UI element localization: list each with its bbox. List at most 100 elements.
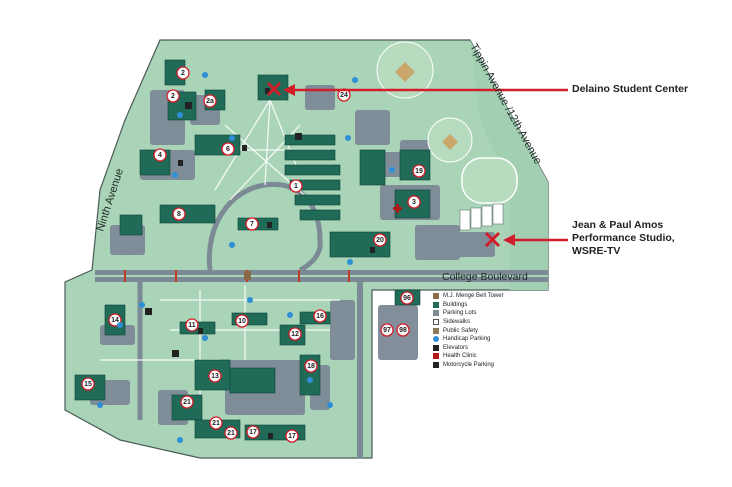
- building-number-marker: 15: [81, 377, 95, 391]
- legend-item: Buildings: [433, 301, 553, 310]
- building-number-marker: 21: [224, 426, 238, 440]
- building-number: 4: [158, 152, 162, 159]
- building-number-marker: 2: [176, 66, 190, 80]
- building-number-marker: 10: [235, 314, 249, 328]
- building-number: 24: [340, 92, 348, 99]
- building-number-marker: 11: [185, 318, 199, 332]
- legend-label: M.J. Menge Bell Tower: [443, 293, 504, 300]
- motorcycle-icon: [433, 362, 439, 369]
- delaino-marker: [266, 81, 282, 97]
- building-number-marker: 2: [166, 89, 180, 103]
- road-label-college: College Boulevard: [442, 271, 528, 283]
- building-number: 98: [399, 327, 407, 334]
- building-number-marker: 13: [208, 369, 222, 383]
- building-swatch: [433, 301, 439, 308]
- parking-lot-swatch: [433, 310, 439, 317]
- building-number-marker: 97: [380, 323, 394, 337]
- callout-delaino-student-center: Delaino Student Center: [572, 83, 689, 95]
- building-number: 12: [291, 331, 299, 338]
- building-number-marker: 16: [313, 309, 327, 323]
- building-number-marker: 21: [209, 416, 223, 430]
- building-number: 13: [211, 373, 219, 380]
- amos-marker: [484, 231, 501, 248]
- legend-label: Elevators: [443, 344, 469, 351]
- building-number: 2a: [206, 98, 214, 105]
- elevator-icon: [433, 344, 439, 351]
- bell-tower-icon: [244, 271, 251, 280]
- building-number: 2: [171, 93, 175, 100]
- building-number: 21: [212, 420, 220, 427]
- elevator-icons: [178, 88, 375, 439]
- building-number-marker: 19: [412, 164, 426, 178]
- building-number-marker: 17: [285, 429, 299, 443]
- college-boulevard-median: [95, 275, 548, 277]
- building-number: 21: [183, 399, 191, 406]
- building-number-marker: 20: [373, 233, 387, 247]
- building-number: 21: [227, 430, 235, 437]
- building-number-marker: 98: [396, 323, 410, 337]
- legend-label: Handicap Parking: [443, 336, 491, 343]
- building-number: 97: [383, 327, 391, 334]
- building-number-marker: 17: [246, 425, 260, 439]
- building-number: 10: [238, 318, 246, 325]
- building-number: 18: [307, 363, 315, 370]
- callout-arrows: [283, 84, 568, 246]
- building-number-marker: 12: [288, 327, 302, 341]
- legend-label: Health Clinic: [443, 353, 477, 360]
- building-number-marker: 8: [172, 207, 186, 221]
- health-clinic-icon: [393, 204, 402, 213]
- building-number: 3: [412, 199, 416, 206]
- legend-label: Sidewalks: [443, 319, 471, 326]
- callout-amos-line-2: Performance Studio,: [572, 232, 675, 244]
- building-number-marker: 2a: [203, 94, 217, 108]
- building-number-marker: 6: [221, 142, 235, 156]
- legend-item: Public Safety: [433, 326, 553, 335]
- building-number-marker: 18: [304, 359, 318, 373]
- building-number-markers: 2 2 2a 24 4 6 1 19 8 3 7 20 96 14 11 10 16 12 97 98 13 18 15 21…: [81, 66, 426, 443]
- bell-tower-icon: [433, 293, 439, 300]
- building-number: 1: [294, 183, 298, 190]
- legend-item: Parking Lots: [433, 309, 553, 318]
- athletic-fields: [376, 41, 518, 204]
- building-number: 11: [188, 322, 196, 329]
- callout-amos-studio: Jean & Paul Amos Performance Studio, WSR…: [572, 219, 675, 258]
- building-number-marker: 96: [400, 291, 414, 305]
- health-clinic-icon: [433, 353, 439, 360]
- building-number: 8: [177, 211, 181, 218]
- bleachers: [459, 203, 504, 231]
- legend-label: Public Safety: [443, 327, 479, 334]
- handicap-icon: [433, 336, 439, 343]
- legend-item: Motorcycle Parking: [433, 361, 553, 370]
- building-number-marker: 4: [153, 148, 167, 162]
- building-number: 17: [249, 429, 257, 436]
- building-number: 19: [415, 168, 423, 175]
- legend-label: Buildings: [443, 301, 468, 308]
- building-number: 15: [84, 381, 92, 388]
- building-number: 96: [403, 295, 411, 302]
- legend-label: Parking Lots: [443, 310, 477, 317]
- legend-label: Motorcycle Parking: [443, 362, 495, 369]
- legend-item: Health Clinic: [433, 352, 553, 361]
- building-number: 17: [288, 433, 296, 440]
- handicap-icons: [97, 72, 395, 443]
- callout-amos-line-3: WSRE-TV: [572, 245, 621, 257]
- legend-item: Handicap Parking: [433, 335, 553, 344]
- building-number: 6: [226, 146, 230, 153]
- building-number-marker: 3: [407, 195, 421, 209]
- building-number: 20: [376, 237, 384, 244]
- building-number-marker: 21: [180, 395, 194, 409]
- building-number-marker: 7: [245, 217, 259, 231]
- sidewalk-swatch: [433, 319, 439, 326]
- building-number: 16: [316, 313, 324, 320]
- building-number: 14: [111, 317, 119, 324]
- motorcycle-icons: [145, 102, 302, 357]
- legend-item: M.J. Menge Bell Tower: [433, 292, 553, 301]
- callout-amos-line-1: Jean & Paul Amos: [572, 219, 664, 231]
- public-safety-icon: [433, 327, 439, 334]
- legend-item: Elevators: [433, 344, 553, 353]
- legend-item: Sidewalks: [433, 318, 553, 327]
- building-number: 7: [250, 221, 254, 228]
- building-number: 2: [181, 70, 185, 77]
